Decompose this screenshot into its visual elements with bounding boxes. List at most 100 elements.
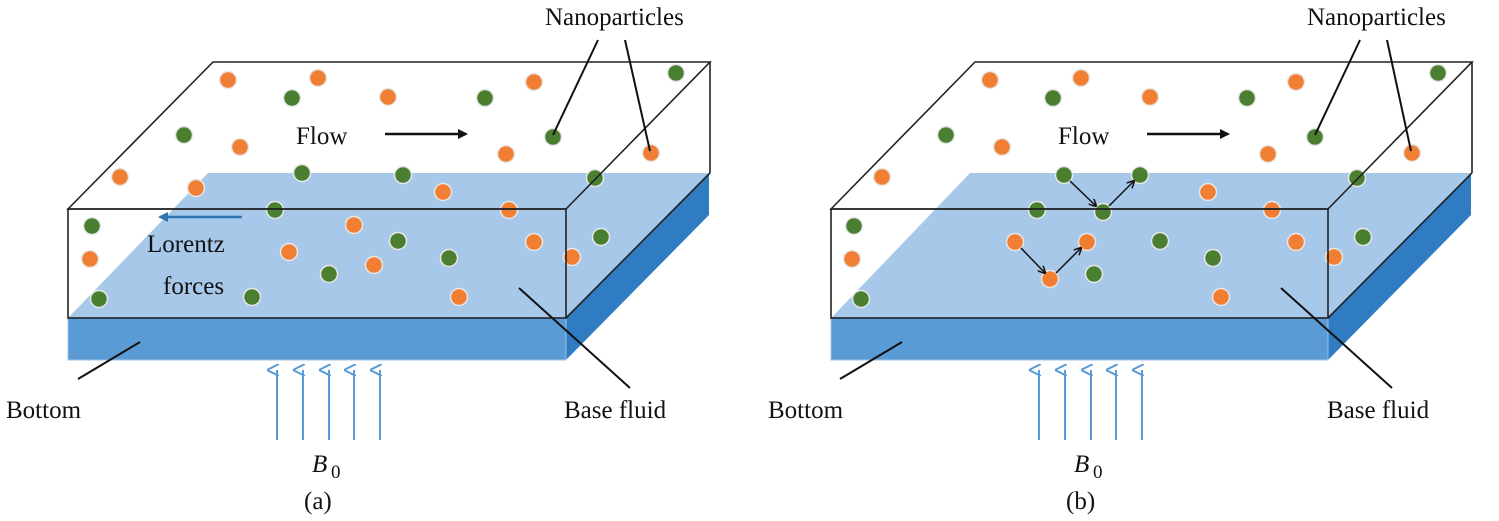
particle-green (585, 168, 605, 188)
particle-green (1027, 200, 1047, 220)
particle-green (851, 289, 871, 309)
particle-orange (186, 178, 206, 198)
particle-orange (1286, 232, 1306, 252)
particle-green (844, 216, 864, 236)
particle-orange (980, 70, 1000, 90)
particle-orange (1262, 200, 1282, 220)
bottom-label: Bottom (6, 397, 82, 424)
box-outline-b (829, 61, 1474, 319)
panel-b: Flow Nanoparticles Bottom Base fluid B 0… (768, 4, 1474, 515)
bottom-callout-line (77, 341, 141, 380)
particle-orange (499, 200, 519, 220)
particle-orange (1071, 68, 1091, 88)
nanoparticles-label: Nanoparticles (1307, 4, 1446, 31)
particles-a (80, 63, 686, 309)
particles-b (842, 63, 1448, 309)
callout-line (552, 39, 599, 136)
particle-orange (1077, 232, 1097, 252)
particle-green (1054, 165, 1074, 185)
particle-orange (1198, 182, 1218, 202)
particle-orange (110, 167, 130, 187)
magnetic-field-arrows (1039, 370, 1142, 440)
particle-green (1150, 231, 1170, 251)
callout-line (624, 39, 651, 152)
particle-green (292, 163, 312, 183)
particle-green (1428, 63, 1448, 83)
particle-orange (1140, 87, 1160, 107)
particle-green (242, 287, 262, 307)
field-label: B (312, 451, 327, 478)
particle-green (393, 165, 413, 185)
particle-orange (378, 87, 398, 107)
particle-orange (1005, 232, 1025, 252)
particle-green (475, 88, 495, 108)
particle-orange (1324, 247, 1344, 267)
particle-orange (1211, 287, 1231, 307)
particle-green (319, 264, 339, 284)
particle-orange (1286, 72, 1306, 92)
magnetic-field-arrows (277, 370, 380, 440)
particle-orange (344, 215, 364, 235)
particle-orange (842, 249, 862, 269)
particle-green (1203, 248, 1223, 268)
particle-orange (872, 167, 892, 187)
particle-green (1093, 202, 1113, 222)
particle-orange (992, 137, 1012, 157)
particle-orange (433, 182, 453, 202)
flow-label: Flow (296, 123, 347, 150)
particle-orange (364, 255, 384, 275)
particle-orange (279, 242, 299, 262)
field-subscript: 0 (331, 462, 341, 483)
particle-orange (1258, 144, 1278, 164)
particle-orange (449, 287, 469, 307)
particle-green (1084, 264, 1104, 284)
flow-label: Flow (1058, 123, 1109, 150)
box-outline-a (66, 61, 712, 319)
base-fluid-label: Base fluid (1327, 397, 1430, 424)
particle-orange (562, 247, 582, 267)
particle-orange (308, 68, 328, 88)
particle-green (1347, 168, 1367, 188)
bottom-plate-front (67, 317, 567, 361)
particle-green (174, 125, 194, 145)
particle-green (1237, 88, 1257, 108)
base-fluid-callout-line (518, 287, 631, 389)
callout-line (1386, 39, 1412, 152)
particle-orange (218, 70, 238, 90)
panel-a: Flow Nanoparticles Lorentz forces Bottom… (6, 4, 712, 515)
particle-orange (524, 72, 544, 92)
particle-orange (641, 143, 661, 163)
bottom-label: Bottom (768, 397, 844, 424)
particle-green (282, 88, 302, 108)
base-fluid-callout-line (1280, 287, 1393, 389)
field-subscript: 0 (1093, 462, 1103, 483)
particle-green (666, 63, 686, 83)
particle-green (388, 231, 408, 251)
particle-green (543, 127, 563, 147)
callout-line (1314, 39, 1361, 136)
panel-caption: (a) (304, 488, 332, 515)
particle-orange (496, 144, 516, 164)
particle-green (1305, 127, 1325, 147)
particle-green (89, 289, 109, 309)
bottom-callout-line (839, 341, 903, 380)
nanoparticles-label: Nanoparticles (545, 4, 684, 31)
lorentz-label-line2: forces (163, 273, 224, 300)
particle-green (1043, 88, 1063, 108)
particle-green (265, 200, 285, 220)
base-fluid-label: Base fluid (564, 397, 667, 424)
panel-caption: (b) (1066, 488, 1095, 515)
particle-green (1353, 227, 1373, 247)
particle-orange (230, 137, 250, 157)
field-label: B (1074, 451, 1089, 478)
lorentz-label-line1: Lorentz (147, 231, 225, 258)
particle-green (591, 227, 611, 247)
particle-green (1130, 165, 1150, 185)
particle-green (439, 248, 459, 268)
particle-green (936, 125, 956, 145)
particle-green (82, 216, 102, 236)
particle-orange (524, 232, 544, 252)
fluid-right-side (566, 173, 709, 360)
particle-orange (1402, 143, 1422, 163)
